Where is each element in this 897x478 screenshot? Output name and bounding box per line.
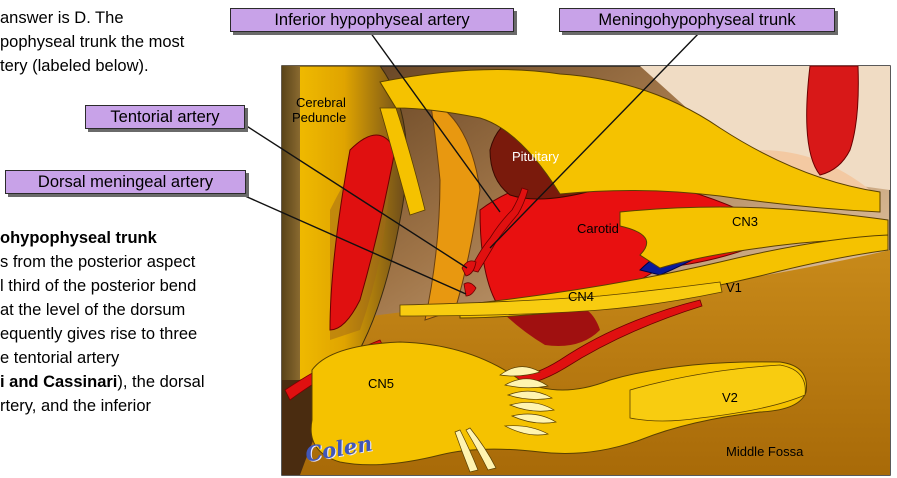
label-cn4: CN4 [568,289,594,304]
callout-tentorial-artery: Tentorial artery [85,105,245,129]
label-pituitary: Pituitary [512,149,559,164]
callout-dorsal-meningeal-artery: Dorsal meningeal artery [5,170,246,194]
label-v1: V1 [726,280,742,295]
label-peduncle: Peduncle [292,110,346,125]
label-cn5: CN5 [368,376,394,391]
callout-inferior-hypophyseal-artery: Inferior hypophyseal artery [230,8,514,32]
label-cerebral: Cerebral [296,95,346,110]
label-cn3: CN3 [732,214,758,229]
callout-meningohypophyseal-trunk: Meningohypophyseal trunk [559,8,835,32]
label-middle-fossa: Middle Fossa [726,444,803,459]
label-v2: V2 [722,390,738,405]
label-carotid: Carotid [577,221,619,236]
